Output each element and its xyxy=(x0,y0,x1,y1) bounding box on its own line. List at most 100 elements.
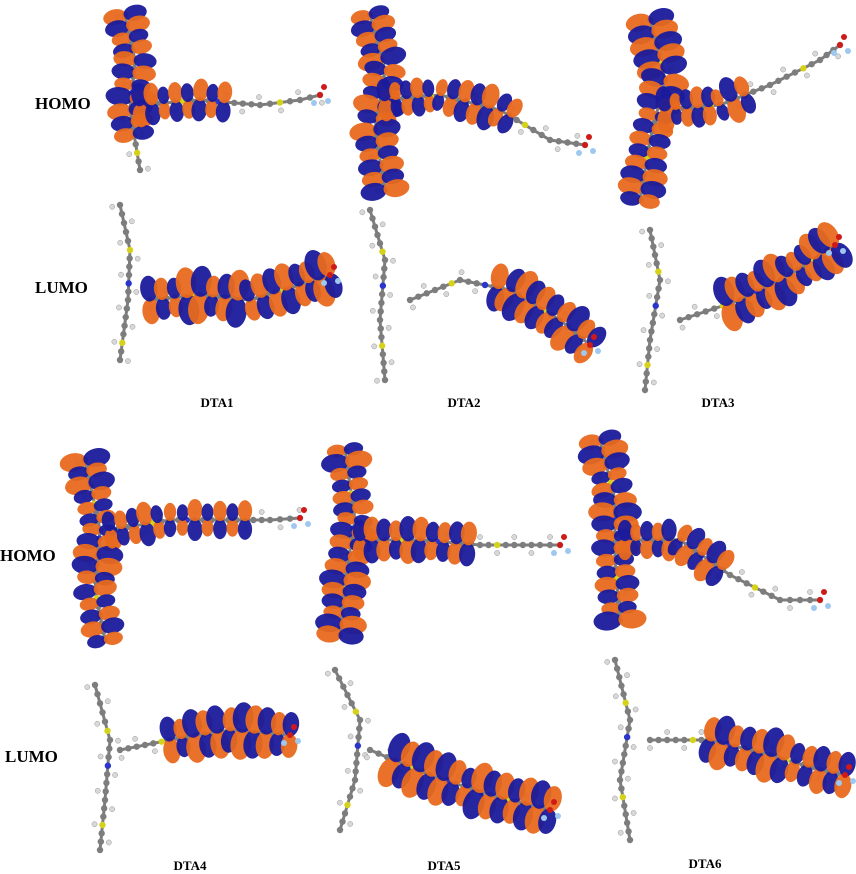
atom xyxy=(379,351,387,358)
atom xyxy=(158,738,165,745)
atom xyxy=(655,736,662,744)
orbital-lobe-negative xyxy=(116,526,130,546)
hydrogen-atom xyxy=(105,839,112,846)
hydrogen-atom xyxy=(115,737,121,744)
atom xyxy=(381,265,388,272)
orbital-lobe-negative xyxy=(105,86,133,106)
orbital-lobe-negative xyxy=(132,125,155,140)
atom xyxy=(126,255,133,262)
heteroatom xyxy=(582,142,588,148)
orbital-lobe-positive xyxy=(640,538,654,560)
orbital-lobe-positive xyxy=(113,51,137,67)
atom xyxy=(656,276,664,284)
orbital-lobe-negative xyxy=(73,583,97,601)
orbital-lobe-positive xyxy=(153,277,170,301)
atom xyxy=(341,810,349,817)
heteroatom xyxy=(331,264,337,270)
hydrogen-atom xyxy=(118,754,125,761)
atom xyxy=(378,299,385,307)
orbital-lobe-negative xyxy=(71,555,99,575)
atom xyxy=(349,785,356,792)
bond-chain xyxy=(613,659,632,841)
heteroatom xyxy=(297,515,303,521)
orbital-lobe-negative xyxy=(769,757,789,784)
hydrogen-atom xyxy=(554,146,561,153)
lumo-acceptor-dta4 xyxy=(281,724,301,746)
orbital-lobe-negative xyxy=(225,296,247,328)
orbital-lobe-positive xyxy=(345,450,373,470)
orbital-lobe-positive xyxy=(594,576,619,593)
orbital-lobe-positive xyxy=(348,477,369,491)
atom xyxy=(448,280,455,287)
orbital-lobe-positive xyxy=(437,522,452,544)
orbital-lobe-positive xyxy=(481,83,500,109)
atom xyxy=(340,683,347,690)
atom xyxy=(371,223,379,230)
orbital-lobe-negative xyxy=(125,507,140,528)
atom xyxy=(652,302,659,309)
hydrogen-atom xyxy=(547,534,553,540)
orbital-lobe-negative xyxy=(615,575,640,592)
orbital-lobe-negative xyxy=(80,609,102,625)
orbital-lobe-negative xyxy=(597,589,620,605)
atom xyxy=(573,140,580,147)
atom xyxy=(641,386,649,394)
heteroatom xyxy=(287,732,293,738)
orbital-lobe-negative xyxy=(269,732,286,757)
orbital-lobe-negative xyxy=(140,275,158,302)
orbital-lobe-positive xyxy=(379,155,404,173)
hydrogen-atom xyxy=(145,165,151,172)
orbital-lobe-negative xyxy=(380,46,407,66)
orbital-lobe-negative xyxy=(447,79,462,100)
hydrogen-atom xyxy=(604,659,611,665)
orbital-lobe-negative xyxy=(432,93,445,111)
atom xyxy=(750,88,757,95)
hydrogen-atom xyxy=(658,242,665,248)
orbital-lobe-negative xyxy=(73,489,94,504)
heteroatom xyxy=(551,550,557,556)
orbital-lobe-negative xyxy=(716,103,730,121)
hydrogen-atom xyxy=(347,821,354,827)
atom xyxy=(339,818,346,825)
orbital-lobe-negative xyxy=(226,503,239,521)
atom xyxy=(726,571,734,579)
orbital-lobe-positive xyxy=(490,263,509,290)
atom xyxy=(366,206,374,214)
orbital-lobe-positive xyxy=(213,500,227,522)
atom xyxy=(356,725,363,732)
hydrogen-atom xyxy=(494,550,500,556)
atom xyxy=(248,101,255,108)
orbital-lobe-positive xyxy=(82,522,102,536)
heteroatom xyxy=(305,521,311,527)
atom xyxy=(276,516,284,523)
heteroatom xyxy=(301,507,307,513)
atom xyxy=(335,675,343,682)
orbital-lobe-negative xyxy=(617,519,633,542)
atom xyxy=(123,305,131,312)
atom xyxy=(766,81,774,89)
atom xyxy=(99,821,106,829)
atom xyxy=(519,541,527,549)
orbital-lobe-negative xyxy=(610,477,633,494)
orbital-lobe-negative xyxy=(376,78,392,102)
hydrogen-atom xyxy=(739,569,745,575)
heteroatom xyxy=(591,334,597,340)
orbital-lobe-negative xyxy=(145,102,161,126)
heteroatom xyxy=(586,134,592,140)
hydrogen-atom xyxy=(639,228,646,235)
orbital-lobe-positive xyxy=(153,520,166,539)
orbital-lobe-positive xyxy=(460,521,477,546)
homo-orbital-donor-dta3 xyxy=(617,8,689,209)
atom xyxy=(796,596,804,604)
heteroatom xyxy=(541,815,547,821)
atom xyxy=(743,580,750,587)
lumo-orbital-chain-dta5 xyxy=(377,732,562,834)
heteroatom xyxy=(842,772,848,778)
atom xyxy=(136,166,144,174)
heteroatom xyxy=(565,548,571,554)
atom xyxy=(102,788,109,795)
orbital-lobe-negative xyxy=(459,542,476,567)
atom xyxy=(116,201,124,209)
atom xyxy=(121,322,128,329)
